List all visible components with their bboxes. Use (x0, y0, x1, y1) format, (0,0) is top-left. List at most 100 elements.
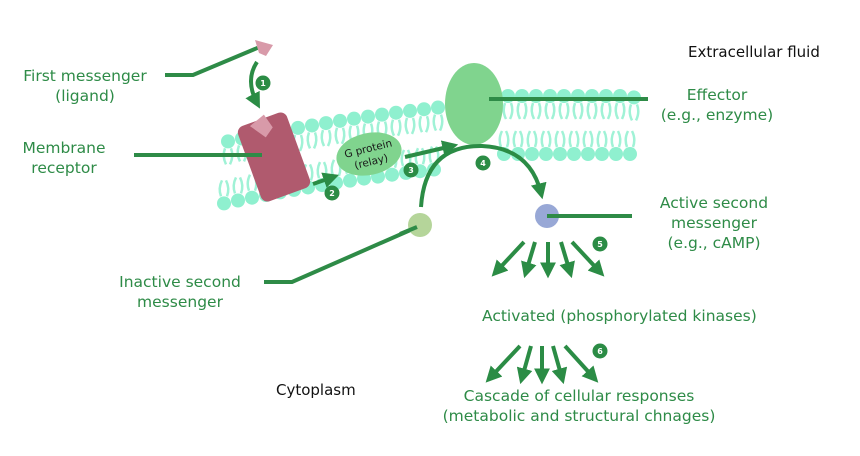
step-number-4: 4 (480, 159, 486, 168)
inactive-messenger-leader (264, 226, 416, 284)
step-number-6: 6 (597, 347, 603, 356)
lipid-tail-inner (316, 161, 328, 179)
activation-arrows (491, 240, 605, 279)
inactive-second-messenger (408, 213, 432, 237)
lipid-tail-outer (600, 102, 612, 120)
lipid-tail-outer (432, 114, 444, 132)
lipid-tail-outer (530, 102, 542, 120)
lipid-tail-outer (516, 102, 528, 120)
lipid-tail-inner (512, 130, 524, 148)
step-badge-3 (403, 162, 419, 178)
lipid-tail-outer (404, 117, 416, 135)
cascade-arrow (485, 344, 522, 383)
lipid-tail-outer (558, 102, 570, 120)
step-2-arrow (312, 172, 340, 188)
inactive-messenger-line-1: Inactive second (119, 273, 241, 291)
active-messenger-line-2: messenger (671, 214, 757, 232)
lipid-tail-outer (572, 102, 584, 120)
first-messenger-line-2: (ligand) (55, 87, 115, 105)
lipid-head-inner (581, 147, 595, 161)
cascade-arrow (563, 344, 599, 383)
g-protein: G protein (relay) (336, 132, 402, 176)
lipid-tail-outer (418, 115, 430, 133)
step-4-arrow (419, 143, 547, 208)
membrane-receptor-line-1: Membrane (22, 139, 106, 157)
step-1-arrow (245, 60, 260, 109)
lipid-tail-outer (306, 132, 318, 150)
step-badge-5 (592, 236, 608, 252)
lipid-tail-outer (334, 127, 346, 145)
lipid-tail-inner (218, 179, 230, 197)
first-messenger-ligand (255, 40, 273, 56)
cytoplasm-label: Cytoplasm (276, 381, 356, 399)
lipid-head-inner (245, 190, 259, 205)
lipid-head-inner (539, 147, 553, 161)
lipid-head-outer (319, 116, 333, 131)
lipid-head-outer (333, 113, 347, 128)
first-messenger-label: First messenger (ligand) (10, 66, 160, 106)
lipid-head-outer (417, 102, 431, 117)
lipid-head-inner (217, 196, 231, 211)
lipid-head-inner (567, 147, 581, 161)
lipid-tail-inner (554, 130, 566, 148)
lipid-tail-inner (596, 130, 608, 148)
cascade-arrow (551, 345, 568, 385)
lipid-tail-outer (614, 102, 626, 120)
lipid-head-outer (291, 120, 305, 135)
lipid-tail-inner (232, 176, 244, 194)
step-3-arrow (404, 140, 459, 159)
cascade-label: Cascade of cellular responses (metabolic… (418, 386, 740, 426)
lipid-tail-inner (498, 130, 510, 148)
lipid-head-outer (347, 111, 361, 126)
active-second-messenger-label: Active second messenger (e.g., cAMP) (648, 193, 780, 253)
ligand-bound (249, 114, 273, 138)
lipid-tail-outer (586, 102, 598, 120)
membrane-receptor-line-2: receptor (31, 159, 97, 177)
active-messenger-line-1: Active second (659, 194, 769, 212)
lipid-tail-inner (540, 130, 552, 148)
step-number-1: 1 (260, 79, 266, 88)
lipid-head-outer (221, 134, 235, 149)
step-badge-4 (475, 155, 491, 171)
lipid-head-inner (553, 147, 567, 161)
lipid-tail-inner (582, 130, 594, 148)
lipid-tail-inner (526, 130, 538, 148)
active-messenger-line-3: (e.g., cAMP) (667, 234, 761, 252)
lipid-tail-outer (502, 102, 514, 120)
cascade-line-1: Cascade of cellular responses (463, 387, 695, 405)
lipid-tail-outer (320, 129, 332, 147)
first-messenger-line-1: First messenger (23, 67, 147, 85)
lipid-head-inner (595, 147, 609, 161)
membrane-receptor (237, 112, 311, 202)
lipid-tail-inner (568, 130, 580, 148)
effector-label: Effector (e.g., enzyme) (652, 85, 782, 125)
activated-kinases-label: Activated (phosphorylated kinases) (482, 307, 757, 325)
step-number-2: 2 (329, 189, 335, 198)
lipid-tail-outer (544, 102, 556, 120)
inactive-messenger-line-2: messenger (137, 293, 223, 311)
lipid-head-outer (361, 109, 375, 124)
cascade-arrows (485, 344, 599, 385)
activation-arrow (570, 240, 605, 277)
lipid-tail-inner (610, 130, 622, 148)
process-arrows (245, 60, 547, 208)
first-messenger-leader (165, 44, 263, 77)
lipid-head-outer (389, 105, 403, 120)
extracellular-fluid-label: Extracellular fluid (688, 43, 820, 61)
lipid-tail-outer (390, 119, 402, 137)
lipid-head-inner (343, 173, 357, 188)
lipid-head-outer (305, 118, 319, 133)
inactive-second-messenger-label: Inactive second messenger (104, 272, 256, 312)
effector-line-1: Effector (686, 86, 748, 104)
lipid-head-outer (375, 107, 389, 122)
lipid-head-inner (623, 147, 637, 161)
lipid-head-inner (525, 147, 539, 161)
membrane-receptor-label: Membrane receptor (14, 138, 114, 178)
lipid-tail-outer (628, 103, 640, 121)
activation-arrow (559, 241, 575, 279)
lipid-head-inner (385, 167, 399, 182)
cascade-line-2: (metabolic and structural chnages) (442, 407, 716, 425)
lipid-head-inner (609, 147, 623, 161)
